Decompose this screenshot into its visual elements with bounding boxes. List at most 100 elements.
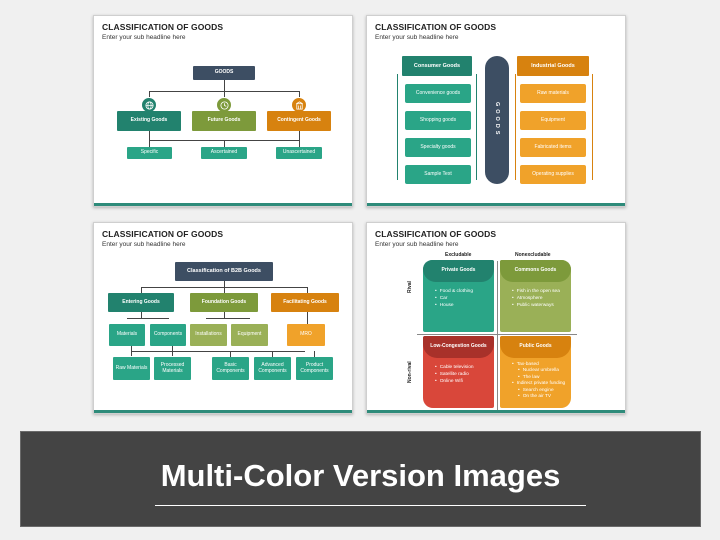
quadrant-list: Fish in the open sea Atmosphere Public w… xyxy=(512,288,560,310)
list-item: Cable television xyxy=(435,364,474,371)
left-item: Sample Text xyxy=(405,165,471,184)
quadrant-title: Commons Goods xyxy=(500,260,571,282)
clock-icon xyxy=(216,97,232,113)
level2-node: Equipment xyxy=(231,324,268,346)
divider xyxy=(497,261,498,411)
level3-node: Raw Materials xyxy=(113,357,150,380)
root-node: Classification of B2B Goods xyxy=(175,262,273,281)
connector xyxy=(206,318,250,319)
right-item: Raw materials xyxy=(520,84,586,103)
list-item: Car xyxy=(435,295,473,302)
level1-node: Facilitating Goods xyxy=(271,293,339,312)
right-item: Operating supplies xyxy=(520,165,586,184)
connector xyxy=(224,312,225,318)
level2-node: Unascertained xyxy=(276,147,322,159)
connector xyxy=(314,351,315,357)
level1-node: Foundation Goods xyxy=(190,293,258,312)
row-label: Non-rival xyxy=(407,361,413,383)
connector xyxy=(224,281,225,288)
level3-node: Processed Materials xyxy=(154,357,191,380)
banner-underline xyxy=(155,505,586,506)
root-node: GOODS xyxy=(193,66,255,80)
connector xyxy=(141,312,142,318)
connector xyxy=(131,346,132,356)
list-item: Atmosphere xyxy=(512,295,560,302)
connector xyxy=(224,140,225,148)
quadrant-private: Private Goods Food & clothing Car House xyxy=(423,260,494,332)
level3-node: Product Components xyxy=(296,357,333,380)
quadrant-list: Food & clothing Car House xyxy=(435,288,473,310)
quadrant-title: Public Goods xyxy=(500,336,571,358)
slide-title: CLASSIFICATION OF GOODS xyxy=(375,229,497,239)
connector xyxy=(307,312,308,324)
level1-node: Existing Goods xyxy=(117,111,181,131)
list-item: Indirect private funding xyxy=(512,381,566,387)
level1-node: Contingent Goods xyxy=(267,111,331,131)
right-header: Industrial Goods xyxy=(517,56,589,76)
left-item: Convenience goods xyxy=(405,84,471,103)
slide-title: CLASSIFICATION OF GOODS xyxy=(102,229,224,239)
slide-subtitle: Enter your sub headline here xyxy=(102,241,186,248)
level2-node: Specific xyxy=(127,147,172,159)
right-item: Equipment xyxy=(520,111,586,130)
caption-banner: Multi-Color Version Images xyxy=(20,431,701,527)
list-item: Search engine xyxy=(512,388,565,394)
level2-node: Installations xyxy=(190,324,227,346)
bracket xyxy=(397,74,398,180)
connector xyxy=(272,351,273,357)
bracket xyxy=(515,74,516,180)
level2-node: Components xyxy=(150,324,186,346)
slide-subtitle: Enter your sub headline here xyxy=(102,34,186,41)
globe-icon xyxy=(141,97,157,113)
row-label: Rival xyxy=(407,281,413,293)
level3-node: Advanced Components xyxy=(254,357,291,380)
connector xyxy=(224,80,225,91)
list-item: Nuclear umbrella xyxy=(512,368,565,374)
list-item: Online Wifi xyxy=(435,378,474,385)
level1-node: Future Goods xyxy=(192,111,256,131)
quadrant-list: Cable television Satellite radio Online … xyxy=(435,364,474,386)
slide-subtitle: Enter your sub headline here xyxy=(375,34,459,41)
right-item: Fabricated items xyxy=(520,138,586,157)
connector xyxy=(230,351,231,357)
slide-title: CLASSIFICATION OF GOODS xyxy=(375,22,497,32)
connector xyxy=(127,318,169,319)
left-item: Shopping goods xyxy=(405,111,471,130)
level2-node: MRO xyxy=(287,324,325,346)
quadrant-public: Public Goods Tax-based Nuclear umbrella … xyxy=(500,336,571,408)
bracket xyxy=(476,74,477,180)
list-item: House xyxy=(435,302,473,309)
connector xyxy=(172,346,173,356)
connector xyxy=(224,287,225,294)
column-label: Nonexcludable xyxy=(515,252,551,258)
level3-node: Basic Components xyxy=(212,357,249,380)
connector xyxy=(307,287,308,294)
level2-node: Materials xyxy=(109,324,145,346)
level2-node: Ascertained xyxy=(201,147,247,159)
level1-node: Entering Goods xyxy=(108,293,174,312)
left-header: Consumer Goods xyxy=(402,56,472,76)
bracket xyxy=(592,74,593,180)
quadrant-list: Tax-based Nuclear umbrella The law Indir… xyxy=(512,362,566,401)
left-item: Specialty goods xyxy=(405,138,471,157)
list-item: Food & clothing xyxy=(435,288,473,295)
slide-1-thumbnail[interactable]: CLASSIFICATION OF GOODS Enter your sub h… xyxy=(93,15,353,207)
connector xyxy=(299,131,300,148)
quadrant-low-congestion: Low-Congestion Goods Cable television Sa… xyxy=(423,336,494,408)
slide-2-thumbnail[interactable]: CLASSIFICATION OF GOODS Enter your sub h… xyxy=(366,15,626,207)
quadrant-title: Low-Congestion Goods xyxy=(423,336,494,358)
list-item: Tax-based xyxy=(512,362,565,368)
list-item: On the air TV xyxy=(512,394,565,400)
connector xyxy=(131,351,305,352)
banner-title: Multi-Color Version Images xyxy=(160,458,561,493)
quadrant-title: Private Goods xyxy=(423,260,494,282)
slide-3-thumbnail[interactable]: CLASSIFICATION OF GOODS Enter your sub h… xyxy=(93,222,353,414)
column-label: Excludable xyxy=(445,252,472,258)
connector xyxy=(141,287,142,294)
quadrant-commons: Commons Goods Fish in the open sea Atmos… xyxy=(500,260,571,332)
list-item: Satellite radio xyxy=(435,371,474,378)
list-item: Public waterways xyxy=(512,302,560,309)
slide-4-thumbnail[interactable]: CLASSIFICATION OF GOODS Enter your sub h… xyxy=(366,222,626,414)
slide-subtitle: Enter your sub headline here xyxy=(375,241,459,248)
list-item: Fish in the open sea xyxy=(512,288,560,295)
